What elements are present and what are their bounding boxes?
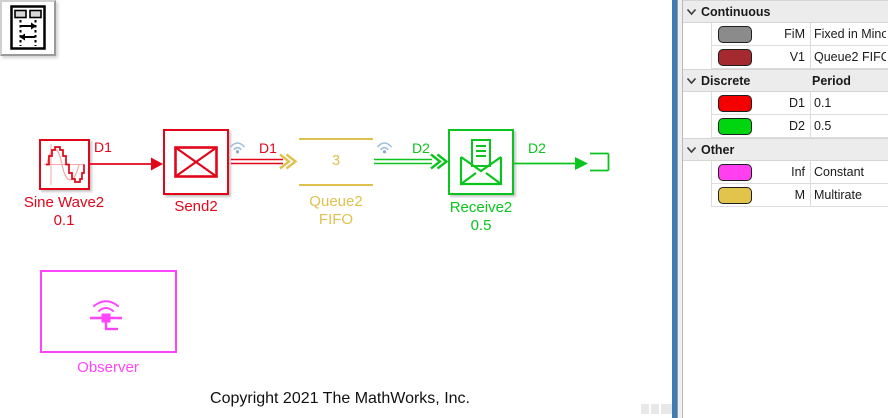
- legend-row-d2[interactable]: D2 0.5: [683, 115, 888, 138]
- panel-splitter[interactable]: [677, 0, 683, 418]
- closed-envelope-icon: [174, 146, 218, 178]
- receive-label[interactable]: Receive2 0.5: [450, 199, 513, 234]
- send-label[interactable]: Send2: [174, 198, 217, 216]
- color-swatch: [718, 26, 752, 43]
- rate-code: V1: [789, 50, 805, 64]
- port-label-d1-second: D1: [259, 140, 277, 156]
- sine-wave-name: Sine Wave2: [23, 194, 105, 211]
- legend-row-inf[interactable]: Inf Constant: [683, 161, 888, 184]
- message-line-send-queue[interactable]: [231, 151, 299, 176]
- legend-value-header: Period: [812, 73, 851, 88]
- legend-section-title: Other: [701, 142, 735, 157]
- sine-wave-label[interactable]: Sine Wave2 0.1: [24, 194, 104, 229]
- legend-section-other[interactable]: Other: [683, 138, 888, 161]
- port-label-d2-first: D2: [412, 140, 430, 156]
- legend-row-d1[interactable]: D1 0.1: [683, 92, 888, 115]
- rate-value: Constant: [814, 165, 865, 179]
- sequence-viewer-icon: [10, 5, 46, 50]
- sequence-viewer-block[interactable]: [0, 0, 56, 56]
- open-envelope-icon: [459, 139, 503, 186]
- queue-capacity: 3: [331, 152, 341, 169]
- canvas-edge-highlight: [672, 0, 677, 418]
- receive-block[interactable]: [448, 129, 514, 195]
- rate-code: Inf: [791, 165, 805, 179]
- rate-code: D2: [789, 119, 805, 133]
- legend-row-v1[interactable]: V1 Queue2 FIFO...: [683, 46, 888, 69]
- legend-section-title: Discrete: [701, 73, 751, 88]
- rate-value: 0.5: [814, 119, 832, 133]
- wireless-signal-icon: [230, 142, 245, 154]
- legend-section-discrete[interactable]: Discrete Period: [683, 69, 888, 92]
- signal-line-d1[interactable]: [88, 152, 166, 176]
- color-swatch: [718, 164, 752, 181]
- timing-legend-panel: Continuous FiM Fixed in Mino... V1 Queue…: [683, 0, 888, 418]
- receive-rate: 0.5: [470, 216, 492, 234]
- rate-value: Multirate: [814, 188, 862, 202]
- rate-value: 0.1: [814, 96, 832, 110]
- legend-section-title: Continuous: [701, 4, 771, 19]
- rate-value: Queue2 FIFO...: [814, 50, 886, 64]
- port-label-d2-second: D2: [528, 140, 546, 156]
- wireless-signal-icon-2: [377, 142, 392, 154]
- chevron-down-icon[interactable]: [686, 146, 697, 154]
- queue-top-bar: [299, 137, 373, 140]
- sine-wave-block[interactable]: [39, 139, 90, 190]
- observer-block[interactable]: ⚙: [40, 270, 177, 353]
- queue-type: FIFO: [318, 210, 354, 228]
- color-swatch: [718, 49, 752, 66]
- message-line-queue-receive[interactable]: [374, 151, 450, 176]
- port-label-d1-first: D1: [94, 139, 112, 155]
- send-name: Send2: [174, 198, 218, 215]
- copyright-annotation: Copyright 2021 The MathWorks, Inc.: [210, 390, 470, 407]
- legend-row-m[interactable]: M Multirate: [683, 184, 888, 207]
- canvas-badge-fragment: [641, 404, 672, 414]
- chevron-down-icon[interactable]: [686, 77, 697, 85]
- legend-section-continuous[interactable]: Continuous: [683, 0, 888, 23]
- observer-antenna-icon: [90, 300, 122, 331]
- rate-value: Fixed in Mino...: [814, 27, 886, 41]
- color-swatch: [718, 187, 752, 204]
- message-terminator-icon: [590, 152, 610, 172]
- queue-name: Queue2: [309, 193, 363, 210]
- sine-wave-rate: 0.1: [53, 211, 75, 229]
- queue-label[interactable]: Queue2 FIFO: [309, 193, 362, 228]
- color-swatch: [718, 95, 752, 112]
- rate-code: M: [794, 188, 805, 202]
- sine-wave-icon: [44, 144, 85, 185]
- observer-name: Observer: [77, 359, 139, 376]
- queue-bottom-bar: [299, 183, 373, 186]
- chevron-down-icon[interactable]: [686, 8, 697, 16]
- rate-code: D1: [789, 96, 805, 110]
- send-block[interactable]: [163, 129, 229, 195]
- observer-label[interactable]: Observer: [77, 359, 139, 377]
- signal-line-d2-output[interactable]: [512, 146, 616, 180]
- color-swatch: [718, 118, 752, 135]
- receive-name: Receive2: [449, 199, 513, 216]
- legend-row-fim[interactable]: FiM Fixed in Mino...: [683, 23, 888, 46]
- rate-code: FiM: [784, 27, 805, 41]
